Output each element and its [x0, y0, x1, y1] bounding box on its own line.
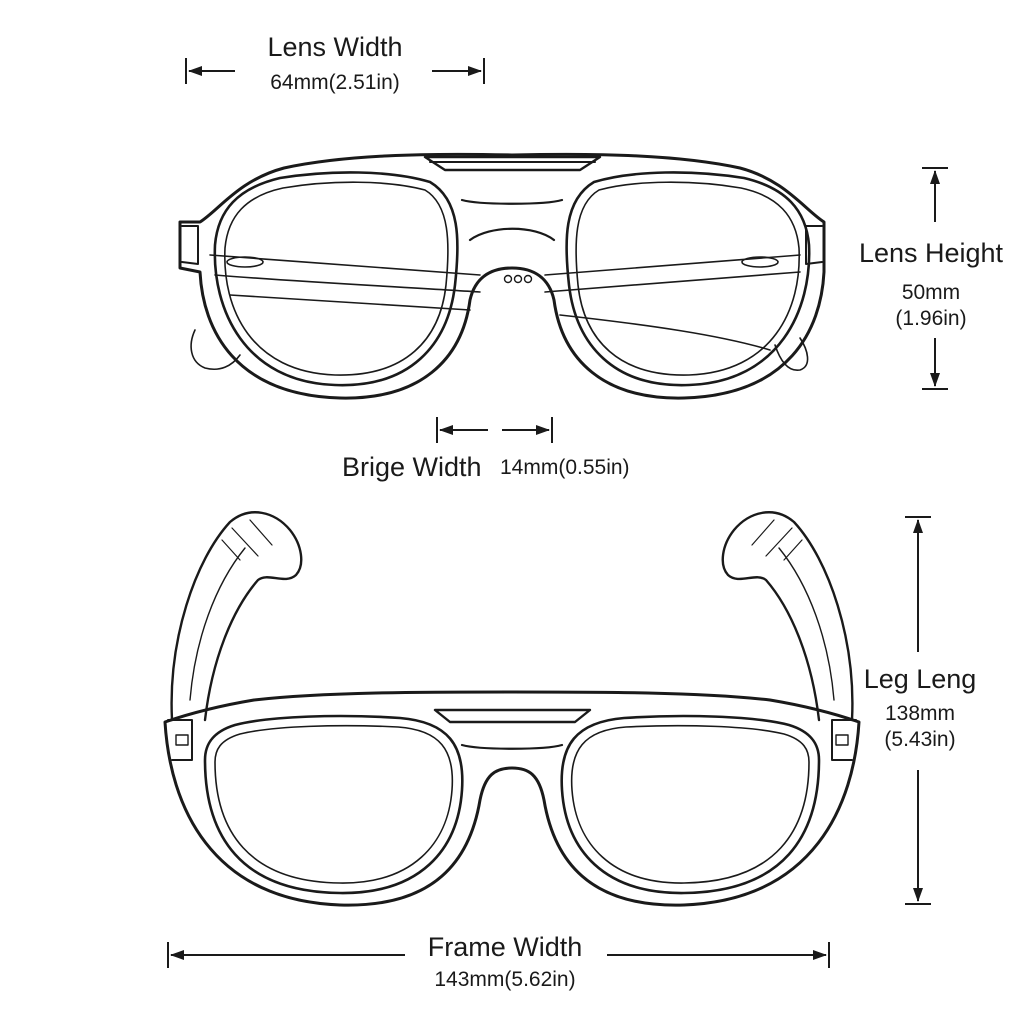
open-view-left-temple	[170, 511, 303, 722]
bridge-width-label: Brige Width	[342, 452, 482, 482]
leg-length-label: Leg Leng	[863, 664, 977, 694]
bridge-width-value: 14mm(0.55in)	[500, 456, 630, 479]
lens-height-value-mm: 50mm	[901, 281, 961, 304]
front-view-frame-outline	[178, 152, 826, 400]
lens-height-value-in: (1.96in)	[895, 307, 967, 330]
open-view-frame-outline	[163, 690, 861, 907]
lens-width-label: Lens Width	[267, 32, 403, 62]
open-view-right-lens	[560, 714, 821, 895]
leg-length-value-mm: 138mm	[884, 702, 956, 725]
frame-width-label: Frame Width	[427, 932, 583, 962]
open-view-glasses	[163, 511, 861, 907]
front-view-temples	[190, 254, 809, 371]
open-view-right-temple	[721, 511, 854, 722]
front-view-right-lens	[565, 171, 811, 387]
lens-height-label: Lens Height	[858, 238, 1004, 268]
lens-width-value: 64mm(2.51in)	[270, 71, 400, 94]
open-view-left-lens	[203, 714, 464, 895]
front-view-left-lens	[213, 171, 459, 387]
leg-length-value-in: (5.43in)	[884, 728, 956, 751]
front-view-glasses	[178, 152, 826, 400]
frame-width-value: 143mm(5.62in)	[434, 968, 576, 991]
dimension-lines	[167, 58, 948, 968]
